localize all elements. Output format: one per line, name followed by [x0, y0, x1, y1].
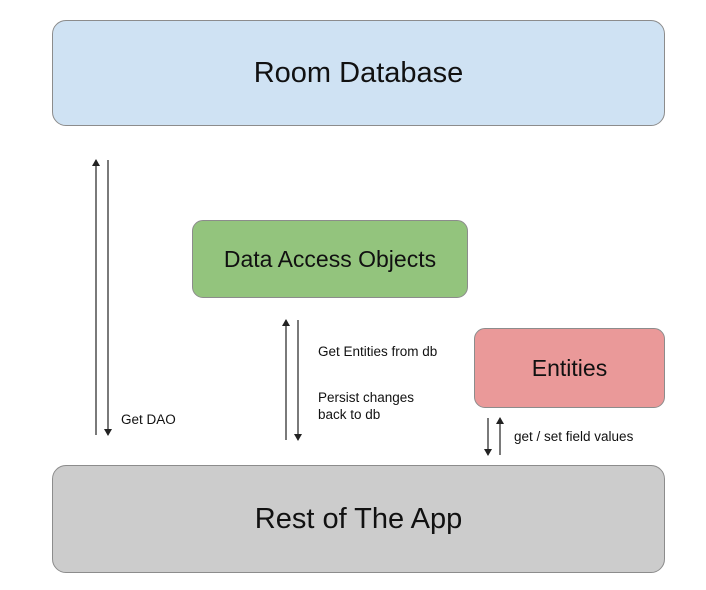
field-values-label: get / set field values [514, 429, 634, 444]
entities-box: Entities [474, 328, 665, 408]
rest-of-app-box: Rest of The App [52, 465, 665, 573]
rest-of-app-label: Rest of The App [254, 502, 463, 535]
data-access-objects-box: Data Access Objects [192, 220, 468, 298]
persist-changes-label: Persist changes back to db [318, 390, 415, 422]
entities-label: Entities [531, 354, 608, 381]
get-dao-label: Get DAO [121, 412, 176, 427]
room-database-label: Room Database [253, 56, 464, 89]
get-entities-label: Get Entities from db [318, 344, 438, 359]
data-access-objects-label: Data Access Objects [223, 245, 437, 272]
room-database-box: Room Database [52, 20, 665, 126]
